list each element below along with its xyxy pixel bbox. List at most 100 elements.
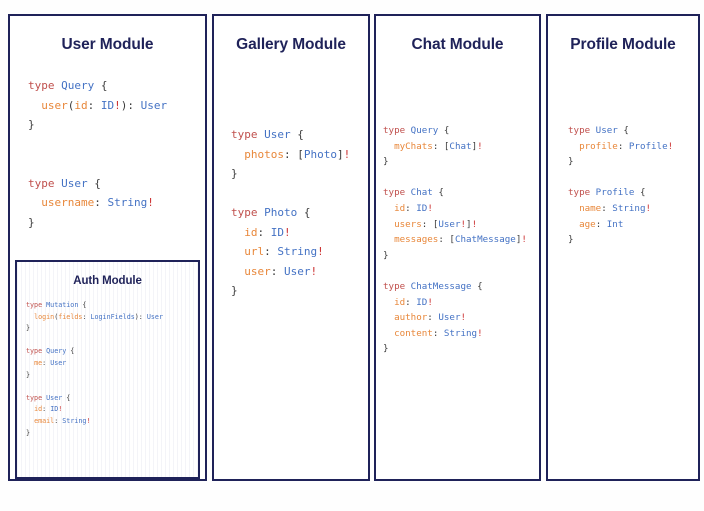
module-card-auth[interactable]: Auth Module type Mutation { login(fields… (15, 260, 200, 479)
code-token: : [ (432, 140, 450, 152)
code-token (231, 226, 244, 239)
code-token: } (231, 167, 238, 180)
code-token: type (231, 206, 265, 219)
code-token: Profile (595, 187, 635, 199)
code-token: user (41, 98, 68, 112)
code-token: User (438, 312, 461, 324)
code-token: type (28, 176, 62, 190)
code-token (231, 265, 244, 278)
code-token: Query (410, 125, 439, 136)
code-token: } (568, 234, 574, 246)
code-token: type (26, 301, 47, 309)
code-token: messages (394, 234, 439, 246)
code-token: User (438, 218, 461, 230)
code-token (568, 203, 579, 214)
code-token: ! (427, 202, 433, 214)
code-token: { (87, 176, 101, 190)
code-token: { (634, 187, 646, 199)
code-token: : (617, 140, 629, 152)
code-token: { (438, 125, 450, 136)
code-token: User (146, 312, 163, 321)
code-token: Chat (410, 187, 433, 199)
code-token (568, 219, 579, 230)
code-token: { (290, 128, 304, 141)
code-token: : (595, 218, 607, 230)
module-card-chat[interactable]: Chat Module type Query { myChats: [Chat]… (374, 14, 541, 481)
code-token: content (394, 327, 433, 339)
code-token: myChats (394, 140, 433, 152)
code-token: } (26, 428, 31, 437)
code-token: : (405, 202, 417, 214)
code-token: type (28, 79, 62, 92)
code-token: ID (100, 98, 115, 112)
code-token: ] (466, 218, 472, 230)
code-token (383, 312, 394, 323)
code-token: : (601, 202, 613, 214)
code-token (383, 297, 394, 308)
code-token: ! (460, 312, 467, 324)
code-token: profile (579, 140, 618, 152)
code-token: String (612, 202, 646, 214)
code-token: Int (606, 218, 624, 230)
schema-code-profile: type User { profile: Profile! } type Pro… (568, 123, 698, 248)
code-token: : [ (438, 234, 455, 246)
code-token: ! (521, 234, 527, 246)
code-token: User (595, 125, 618, 136)
code-token: { (297, 206, 311, 219)
code-token: Photo (303, 147, 337, 161)
code-token: ChatMessage (410, 280, 472, 292)
code-token: User (46, 393, 63, 402)
schema-code-chat: type Query { myChats: [Chat]! } type Cha… (383, 123, 539, 357)
code-token: ( (67, 98, 75, 112)
code-token: } (26, 370, 31, 379)
code-token: : (257, 225, 271, 239)
code-token: users (394, 218, 422, 230)
code-token: fields (58, 312, 83, 321)
code-token (26, 417, 34, 425)
code-token: ( (54, 312, 59, 321)
code-token: ! (86, 416, 91, 425)
code-token: id (394, 296, 406, 308)
code-token: type (383, 187, 411, 199)
code-token: User (61, 176, 88, 190)
code-token: ChatMessage (454, 234, 516, 246)
code-token (28, 99, 41, 112)
code-token: Profile (628, 140, 668, 152)
code-token: ! (427, 296, 433, 308)
module-title-gallery: Gallery Module (236, 36, 346, 53)
code-token (383, 328, 394, 339)
schema-code-gallery: type User { photos: [Photo]! } type Phot… (231, 125, 368, 301)
code-token: ! (460, 218, 467, 230)
code-token: } (28, 118, 35, 131)
code-token: : (270, 264, 284, 278)
code-token: } (568, 156, 574, 168)
code-token: ! (147, 196, 154, 209)
code-token: ] (337, 147, 344, 161)
code-token: ID (50, 405, 59, 414)
code-token: : (432, 327, 444, 339)
code-token: { (617, 125, 629, 136)
module-title-chat: Chat Module (411, 36, 504, 53)
code-token (26, 313, 34, 321)
code-token: : (264, 245, 278, 258)
code-token: url (244, 245, 265, 258)
code-token: : (54, 416, 63, 425)
code-token (28, 196, 41, 209)
code-token: ] (515, 234, 522, 246)
module-card-user[interactable]: User Module type Query { user(id: ID!): … (8, 14, 207, 481)
code-token: ! (317, 245, 324, 258)
code-token: } (383, 156, 389, 168)
code-token (383, 203, 394, 214)
code-token: ! (477, 327, 483, 339)
code-token: ! (114, 98, 121, 112)
code-token: ): (134, 312, 147, 321)
code-token: ! (58, 405, 63, 414)
code-token: Photo (264, 206, 298, 219)
code-token (231, 245, 244, 258)
code-token (383, 234, 394, 245)
code-token: age (579, 218, 596, 230)
module-card-profile[interactable]: Profile Module type User { profile: Prof… (546, 14, 700, 481)
code-token (26, 359, 34, 367)
module-card-gallery[interactable]: Gallery Module type User { photos: [Phot… (212, 14, 370, 481)
code-token: type (568, 125, 596, 136)
